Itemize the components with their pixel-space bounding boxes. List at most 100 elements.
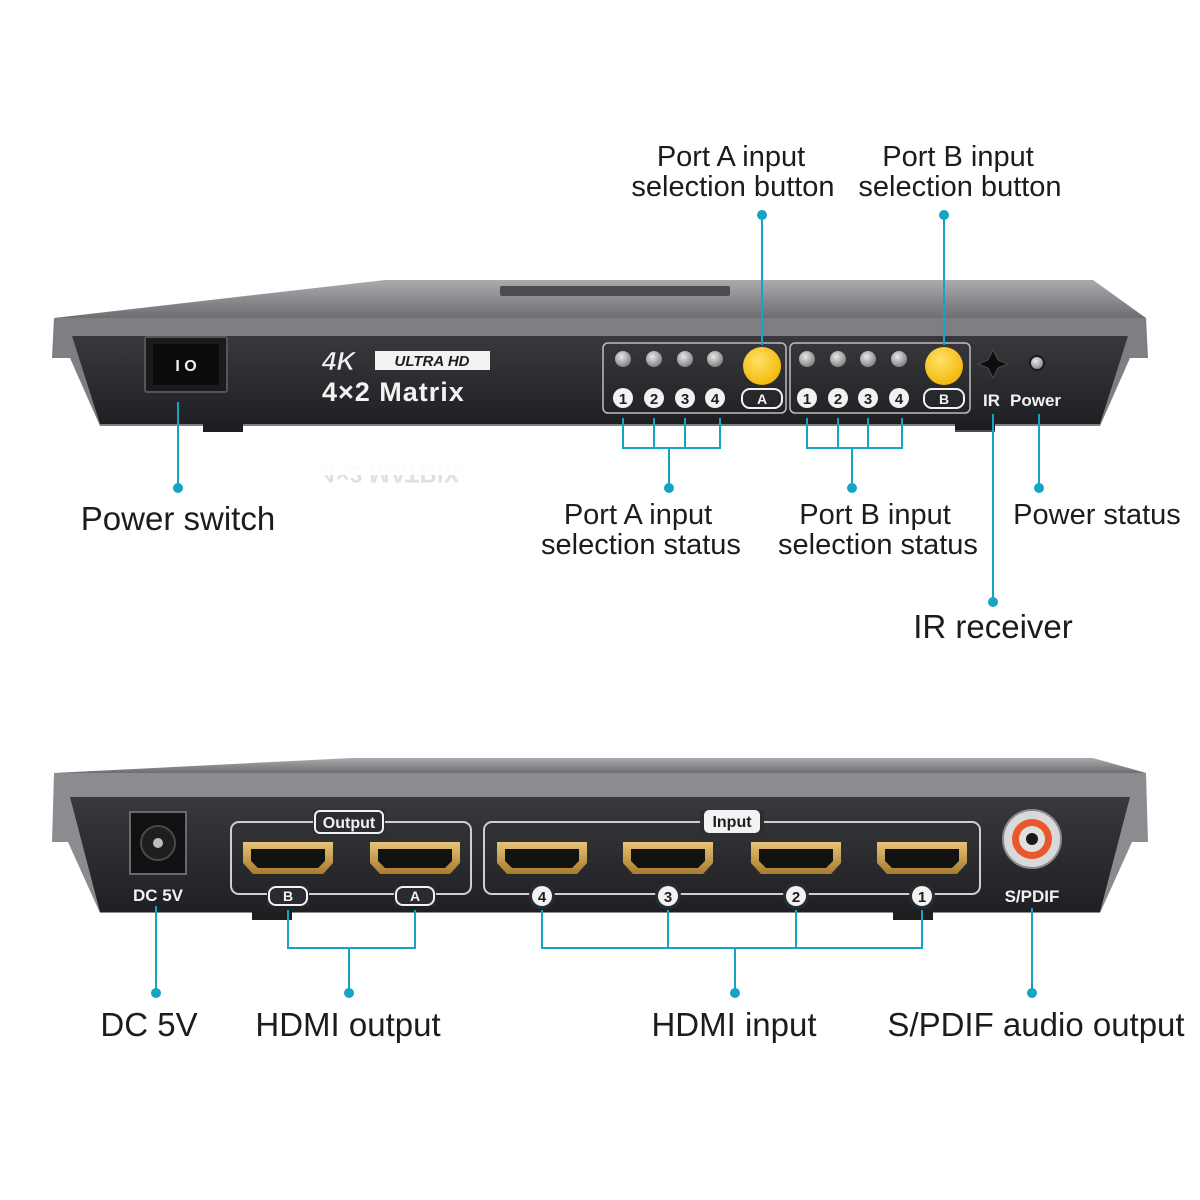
port-b-button-label-1: Port B input [882, 141, 1034, 173]
port-a-status-leader [622, 418, 721, 488]
input-4-number: 4 [538, 889, 547, 906]
input-label-box [704, 810, 760, 833]
back-callouts: DC 5V HDMI output HDMI input S/PDIF audi… [100, 906, 1185, 1043]
port-a-num-4-badge [705, 388, 725, 408]
back-reflection-fade [100, 920, 1100, 960]
spdif-label: S/PDIF [1005, 887, 1060, 906]
hdmi-input-port-2[interactable] [751, 842, 841, 874]
port-b-button-label-2: selection button [858, 171, 1061, 203]
port-b-num-2: 2 [834, 391, 842, 408]
spdif-jack[interactable] [1002, 809, 1062, 869]
port-b-num-1: 1 [803, 391, 811, 408]
port-a-led-1 [615, 351, 631, 367]
output-b-letter: B [283, 888, 293, 904]
hdmi-input-dot [730, 988, 740, 998]
hdmi-input-port-3[interactable] [623, 842, 713, 874]
input-4-badge [532, 886, 552, 906]
hdmi-output-port-a[interactable] [370, 842, 460, 874]
port-a-num-2-badge [644, 388, 664, 408]
port-b-num-2-badge [828, 388, 848, 408]
port-a-num-3: 3 [681, 391, 689, 408]
input-1-number: 1 [918, 889, 926, 906]
front-foot-left [203, 424, 243, 432]
port-b-group: 1 2 3 4 B [789, 342, 971, 414]
port-b-num-1-badge [797, 388, 817, 408]
hdmi-output-b-slot [251, 849, 325, 868]
power-switch-symbols: I O [175, 358, 196, 375]
port-a-button[interactable] [743, 347, 781, 385]
output-label-box [314, 810, 384, 834]
port-b-led-4 [891, 351, 907, 367]
port-a-button-label-1: Port A input [657, 141, 805, 173]
output-a-tag-bg [394, 886, 436, 906]
output-b-tag-bg [267, 886, 309, 906]
hdmi-input-3-slot [631, 849, 705, 868]
hdmi-input-label: HDMI input [651, 1006, 816, 1043]
port-a-num-2: 2 [650, 391, 658, 408]
front-callouts: Port A input selection button Port B inp… [81, 141, 1181, 645]
output-b-tag [268, 886, 308, 906]
front-foot-right [955, 424, 995, 432]
hdmi-input-port-4[interactable] [497, 842, 587, 874]
dc-callout-label: DC 5V [100, 1006, 197, 1043]
port-a-status-label-1: Port A input [564, 499, 712, 531]
back-top-ridge [54, 758, 1146, 773]
front-top-ridge [54, 280, 1146, 318]
output-a-letter: A [410, 888, 420, 904]
spdif-callout-label: S/PDIF audio output [887, 1006, 1184, 1043]
power-switch-rocker[interactable] [153, 344, 219, 385]
model-name: 4×2 Matrix [322, 377, 465, 407]
port-a-frame [602, 342, 787, 414]
port-b-status-label-1: Port B input [799, 499, 951, 531]
port-b-status-leader [806, 418, 903, 488]
back-device: DC 5V Output B A Input [52, 758, 1148, 920]
hdmi-input-leader [541, 910, 923, 993]
port-b-button[interactable] [925, 347, 963, 385]
port-b-frame [789, 342, 971, 414]
power-status-dot [1034, 483, 1044, 493]
port-a-led-4 [707, 351, 723, 367]
port-b-num-3: 3 [864, 391, 872, 408]
ir-label: IR [983, 391, 1000, 410]
port-b-led-3 [860, 351, 876, 367]
port-b-num-4: 4 [895, 391, 904, 408]
hdmi-input-4-slot [505, 849, 579, 868]
dc-label: DC 5V [133, 886, 184, 905]
input-2-number: 2 [792, 889, 800, 906]
front-device: I O 4K ULTRA HD 4×2 Matrix 1 2 3 4 A [52, 280, 1148, 432]
back-foot-right [893, 912, 933, 920]
power-status-label: Power status [1013, 499, 1181, 531]
ir-receiver-dot [988, 597, 998, 607]
port-b-status-label-2: selection status [778, 529, 978, 561]
input-3-badge [658, 886, 678, 906]
hdmi-input-port-1[interactable] [877, 842, 967, 874]
port-a-letter: A [757, 391, 767, 407]
logo-4k: 4K [321, 346, 357, 376]
port-b-num-4-badge [889, 388, 909, 408]
port-b-status-dot [847, 483, 857, 493]
port-b-led-1 [799, 351, 815, 367]
output-label-bg [313, 810, 385, 834]
logo-ultra-hd: ULTRA HD [395, 353, 470, 370]
output-label: Output [323, 815, 376, 832]
input-2-badge [786, 886, 806, 906]
port-a-button-dot [757, 210, 767, 220]
power-switch-dot [173, 483, 183, 493]
port-a-num-3-badge [675, 388, 695, 408]
hdmi-output-a-slot [378, 849, 452, 868]
back-reflection [100, 920, 1100, 960]
port-a-led-3 [677, 351, 693, 367]
port-b-letter-box [923, 388, 965, 409]
port-a-num-4: 4 [711, 391, 720, 408]
front-reflection-fade [300, 430, 1100, 475]
port-a-num-1: 1 [619, 391, 627, 408]
port-a-button-label-2: selection button [631, 171, 834, 203]
power-led [1029, 355, 1045, 371]
hdmi-output-port-b[interactable] [243, 842, 333, 874]
input-label: Input [712, 814, 752, 831]
port-a-led-2 [646, 351, 662, 367]
input-3-number: 3 [664, 889, 672, 906]
port-a-status-dot [664, 483, 674, 493]
hdmi-output-label: HDMI output [255, 1006, 440, 1043]
